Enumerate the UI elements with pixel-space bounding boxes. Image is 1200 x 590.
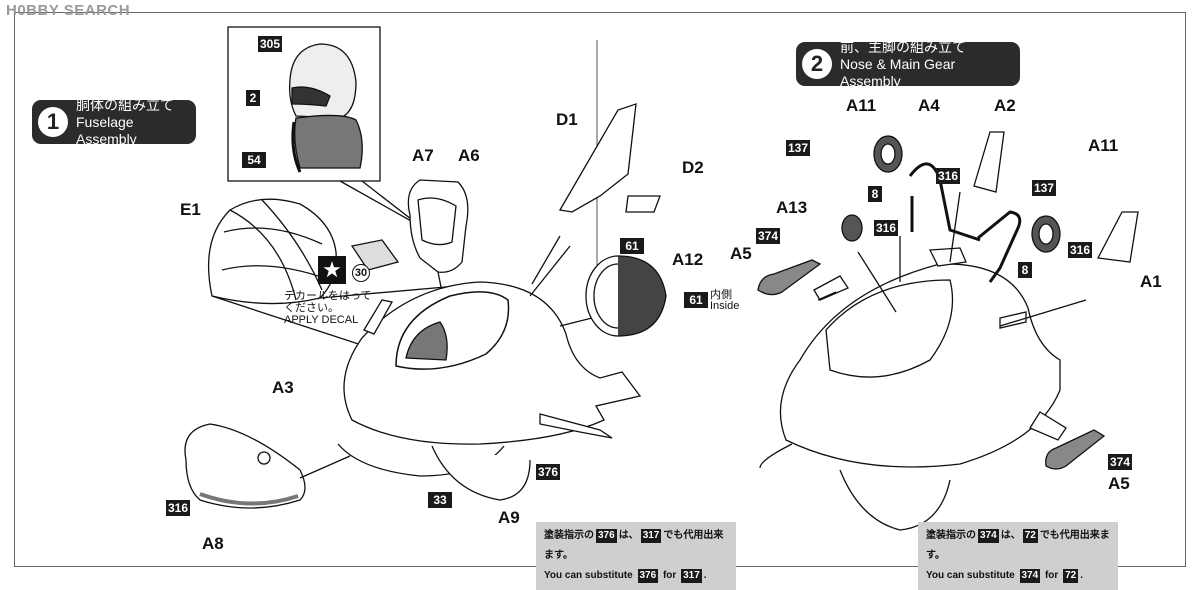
decal-30 [350,239,400,271]
color-316-badge-c: 316 [1068,242,1093,258]
note2-jp-mid: は、 [1000,530,1021,541]
note1-en-end: . [703,570,707,581]
color-316-badge-b: 316 [874,220,899,236]
part-d2 [625,195,661,213]
note2-en-for: for [1044,570,1059,581]
label-a3: A3 [272,378,294,397]
step2-title-jp: 前、主脚の組み立て [840,38,966,55]
label-a9: A9 [498,508,520,527]
ventral-a9 [431,445,531,501]
note1-en-color-b: 317 [681,569,702,583]
step1-title-en: Fuselage Assembly [76,113,137,147]
note2-jp-post: でも代用出来ます。 [926,530,1110,561]
color-61-badge-inside: 61 [684,292,708,308]
step1-header: 1 胴体の組み立て Fuselage Assembly [32,96,196,147]
color-376-badge: 376 [536,464,561,480]
note1-en-for: for [662,570,677,581]
pilot-torso [294,114,363,169]
color-61-badge-outer: 61 [620,238,644,254]
color-2-badge: 2 [246,90,260,106]
label-a13: A13 [776,198,808,217]
seat-a7-a6 [407,179,469,273]
inside-note-en: Inside [710,300,740,312]
note1-color-b: 317 [640,529,662,543]
missile-a5-top [757,259,822,296]
label-a6: A6 [458,146,480,165]
decal-star-icon: ★ [318,256,346,284]
color-316-badge-step1: 316 [166,500,191,516]
decal-number: 30 [352,264,370,282]
color-374-badge-top: 374 [756,228,781,244]
note2-color-b: 72 [1022,529,1038,543]
label-a2: A2 [994,96,1016,115]
note2-en-color-b: 72 [1063,569,1079,583]
note1-jp-mid: は、 [618,530,639,541]
color-54-badge: 54 [242,152,266,168]
label-a8: A8 [202,534,224,553]
step1-number: 1 [38,107,68,137]
note2-en-pre: You can substitute [926,570,1015,581]
step2-number: 2 [802,49,832,79]
pilot-inset-box [227,26,381,182]
note2-en-end: . [1080,570,1083,581]
label-a12: A12 [672,250,704,269]
step2-header: 2 前、主脚の組み立て Nose & Main Gear Assembly [796,38,1020,89]
decal-instruction-en: APPLY DECAL [284,314,359,326]
watermark-logo: H0BBY SEARCH [6,2,131,19]
label-a7: A7 [412,146,434,165]
note2-color-a: 374 [978,529,999,543]
label-a1: A1 [1140,272,1162,291]
cockpit-seat-dark [405,321,448,361]
color-137-badge-left: 137 [786,140,811,156]
color-137-badge-right: 137 [1032,180,1057,196]
missile-a5-bottom [1045,429,1106,470]
tail-fin-d1 [558,103,637,213]
part-a1 [1096,211,1139,263]
note1-en-color-a: 376 [637,569,659,583]
inside-note: 内側 Inside [710,290,739,312]
label-a11-left: A11 [846,96,877,115]
note2-en-color-a: 374 [1019,569,1041,583]
note1-color-a: 376 [596,529,617,543]
step2-title-en: Nose & Main Gear Assembly [840,55,956,89]
color-374-badge-bottom: 374 [1108,454,1133,470]
color-8-badge-right: 8 [1018,262,1032,278]
note1-en-pre: You can substitute [544,570,633,581]
note2-jp-pre: 塗装指示の [926,530,976,541]
canopy-e1 [207,198,337,305]
note1-jp-post: でも代用出来ます。 [544,530,724,561]
decal-instruction: デカールをはって ください。 APPLY DECAL [284,290,371,326]
wheel-a13 [841,214,863,242]
inside-note-jp: 内側 [710,289,732,301]
color-8-badge-left: 8 [868,186,882,202]
label-a5-top: A5 [730,244,752,263]
visor-shape [291,86,331,107]
label-e1: E1 [180,200,201,219]
decal-instruction-jp1: デカールをはって [284,290,372,302]
color-316-badge-a: 316 [936,168,961,184]
color-305-badge: 305 [258,36,283,52]
intake-lip-a8 [184,423,306,509]
helmet-shape [288,43,357,119]
step1-title-jp: 胴体の組み立て [76,96,174,113]
label-a11-right: A11 [1088,136,1119,155]
label-d2: D2 [682,158,704,177]
label-d1: D1 [556,110,578,129]
decal-instruction-jp2: ください。 [284,302,339,314]
label-a5-bottom: A5 [1108,474,1130,493]
color-33-badge: 33 [428,492,452,508]
label-a4: A4 [918,96,940,115]
note1-jp-pre: 塗装指示の [544,530,594,541]
part-a2 [973,131,1005,193]
